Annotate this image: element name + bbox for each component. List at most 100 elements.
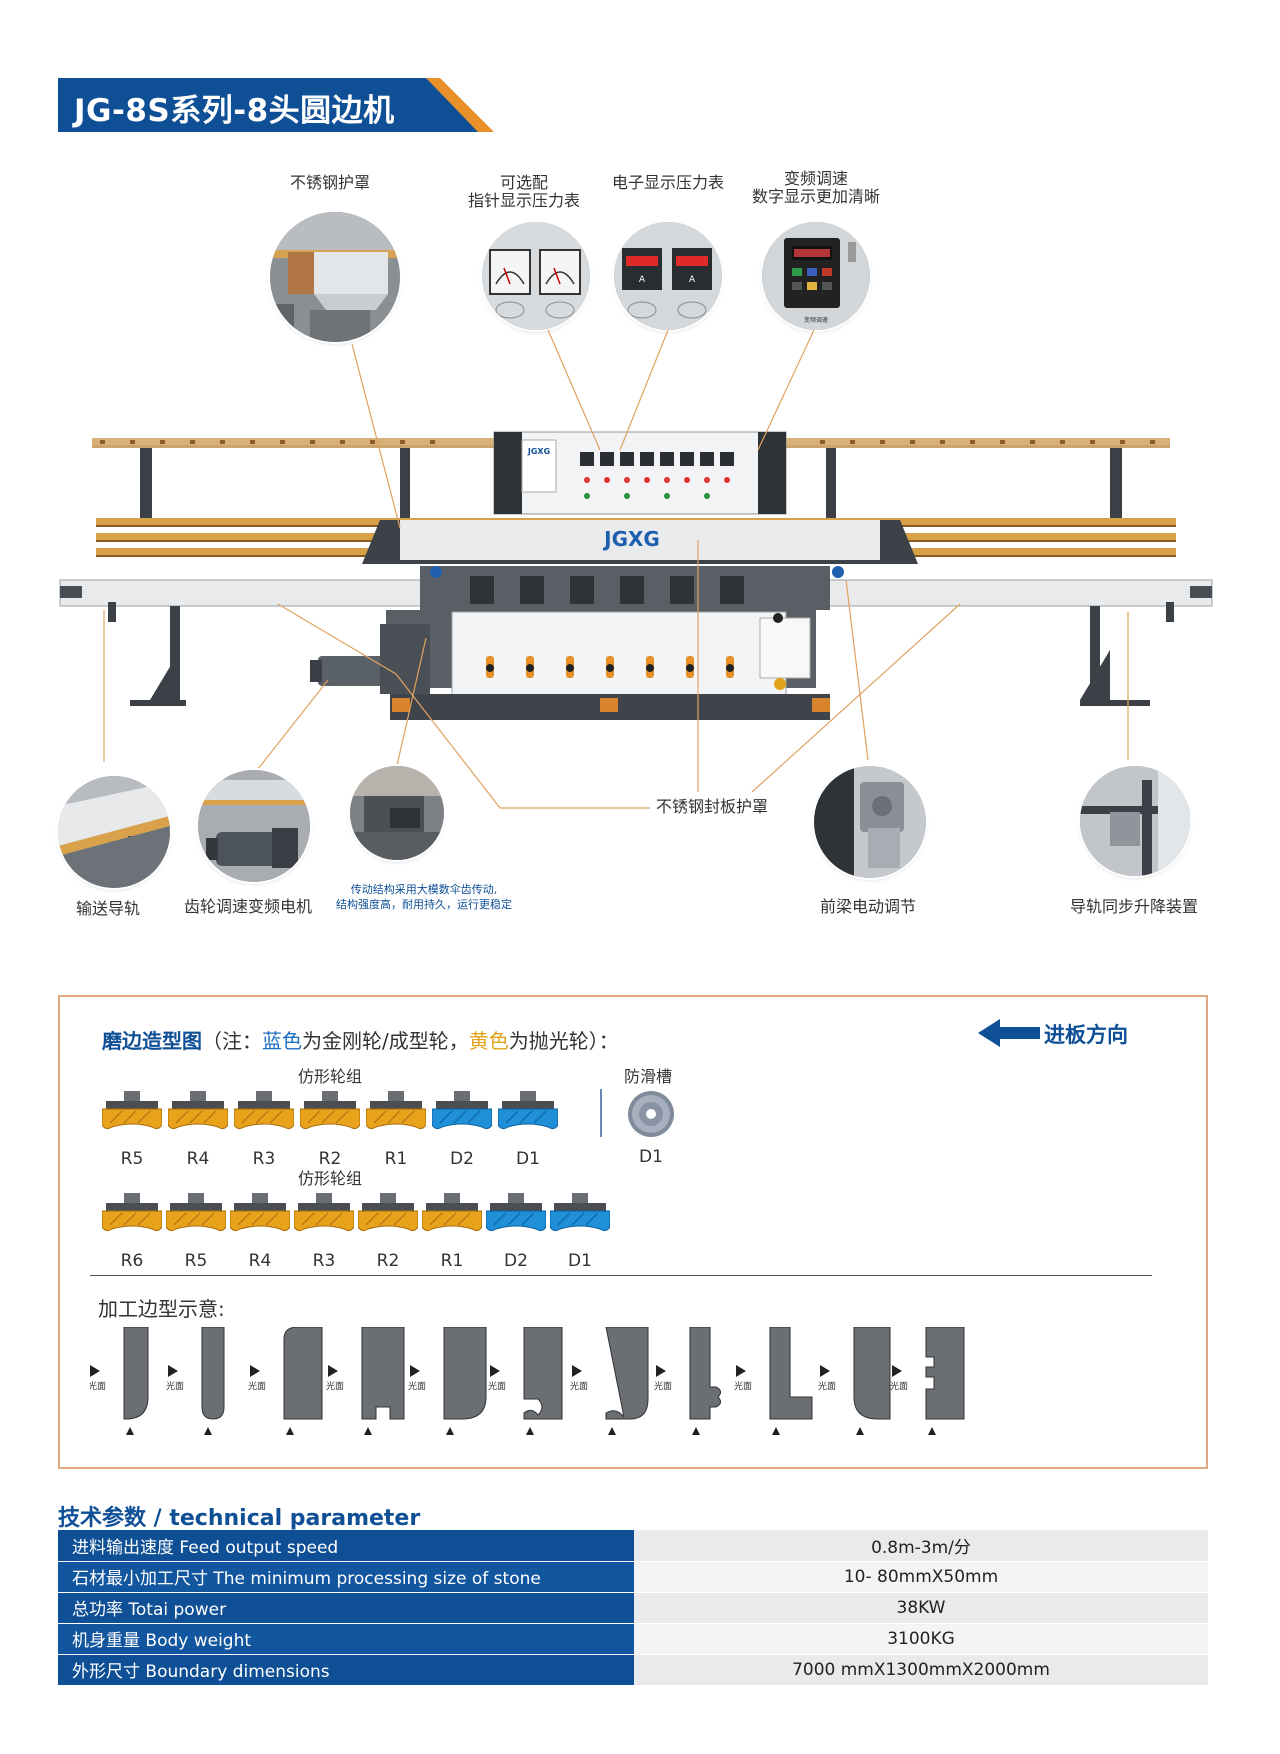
callout-label-vfd-display: 变频调速 数字显示更加清晰 <box>752 170 880 206</box>
tech-row-key: 总功率 Totai power <box>58 1592 634 1624</box>
wheel-row2-2 <box>229 1193 291 1237</box>
face-label: 光面 <box>570 1380 588 1392</box>
wheel-row2-0 <box>101 1193 163 1237</box>
callout-leader-lines <box>103 329 1129 809</box>
polishing-wheel-icon <box>293 1193 355 1232</box>
wheel-group-label-row1: 仿形轮组 <box>298 1067 363 1086</box>
bottom-arrow-icon <box>608 1427 616 1435</box>
wheel-row2-4 <box>357 1193 419 1237</box>
edge-profile-6: 光面 <box>488 1327 563 1435</box>
callout-label-pointer-gauge-line2: 指针显示压力表 <box>468 191 581 210</box>
face-arrow-icon <box>410 1365 420 1377</box>
wheel-code-row1-2: R3 <box>252 1149 276 1169</box>
wheel-code-row1-4: R1 <box>384 1149 408 1169</box>
polishing-wheel-icon <box>421 1193 483 1232</box>
bottom-arrow-icon <box>286 1427 294 1435</box>
callout-label-gear-motor: 齿轮调速变频电机 <box>184 897 313 916</box>
bottom-arrow-icon <box>446 1427 454 1435</box>
edge-profile-10: 光面 <box>818 1327 891 1435</box>
wheel-code-row2-2: R4 <box>248 1251 272 1271</box>
callout-label-rail-lift: 导轨同步升降装置 <box>1070 897 1199 916</box>
svg-text:A: A <box>639 275 646 285</box>
bottom-arrow-icon <box>526 1427 534 1435</box>
callout-label-vfd-line1: 变频调速 <box>784 169 849 188</box>
wheel-heading-yellow-word: 黄色 <box>468 1029 509 1053</box>
gear-motor-photo <box>198 770 310 882</box>
front-beam-photo <box>814 766 926 878</box>
rail-lift-photo <box>1080 766 1190 876</box>
tech-title: 技术参数 / technical parameter <box>58 1506 421 1531</box>
tech-row-key: 石材最小加工尺寸 The minimum processing size of … <box>58 1561 634 1593</box>
face-label: 光面 <box>166 1380 184 1392</box>
svg-text:JGXG: JGXG <box>602 527 660 551</box>
polishing-wheel-icon <box>101 1091 163 1130</box>
wheel-row1-4 <box>365 1091 427 1135</box>
wheel-code-row2-7: D1 <box>568 1251 592 1271</box>
face-arrow-icon <box>656 1365 666 1377</box>
face-arrow-icon <box>490 1365 500 1377</box>
callout-label-vfd-line2: 数字显示更加清晰 <box>752 187 881 206</box>
wheel-code-row2-3: R3 <box>312 1251 336 1271</box>
polishing-wheel-icon <box>229 1193 291 1232</box>
machine-illustration: JGXG JGXG <box>59 431 1213 720</box>
feed-direction-label: 进板方向 <box>1044 1023 1128 1047</box>
face-label: 光面 <box>326 1380 344 1392</box>
bottom-arrow-icon <box>204 1427 212 1435</box>
wheel-code-row1-1: R4 <box>186 1149 210 1169</box>
callout-label-transmission-line1: 传动结构采用大模数伞齿传动, <box>350 883 498 896</box>
anti-slip-wheel-code: D1 <box>639 1147 663 1167</box>
polishing-wheel-icon <box>101 1193 163 1232</box>
edge-profile-3: 光面 <box>248 1327 323 1435</box>
callout-label-seal-guard: 不锈钢封板护罩 <box>656 797 769 816</box>
diamond-wheel-icon <box>497 1091 559 1130</box>
anti-slip-label: 防滑槽 <box>624 1067 673 1086</box>
edge-profile-diagrams: 光面光面光面光面光面光面光面光面光面光面光面 <box>90 1327 965 1435</box>
face-arrow-icon <box>90 1365 100 1377</box>
feed-direction-arrow-icon <box>978 1019 1040 1047</box>
tech-row-value: 7000 mmX1300mmX2000mm <box>634 1654 1208 1686</box>
edge-profile-2: 光面 <box>166 1327 225 1435</box>
wheel-code-row2-0: R6 <box>120 1251 144 1271</box>
conveyor-rail-photo <box>58 776 170 888</box>
svg-text:A: A <box>689 275 696 285</box>
callout-label-conveyor-rail: 输送导轨 <box>76 899 141 918</box>
polishing-wheel-icon <box>233 1091 295 1130</box>
face-label: 光面 <box>818 1380 836 1392</box>
wheel-heading-blue-text: 为金刚轮/成型轮， <box>302 1029 469 1053</box>
face-arrow-icon <box>168 1365 178 1377</box>
edge-profile-11: 光面 <box>890 1327 965 1435</box>
face-arrow-icon <box>328 1365 338 1377</box>
polishing-wheel-icon <box>165 1193 227 1232</box>
diamond-wheel-icon <box>431 1091 493 1130</box>
wheel-row1-2 <box>233 1091 295 1135</box>
wheel-row1-5 <box>431 1091 493 1135</box>
tech-row-key: 机身重量 Body weight <box>58 1623 634 1655</box>
stainless-guard-photo <box>270 212 400 342</box>
face-label: 光面 <box>90 1380 106 1392</box>
wheel-row2-1 <box>165 1193 227 1237</box>
tech-row-key: 外形尺寸 Boundary dimensions <box>58 1654 634 1686</box>
wheel-row-separator <box>600 1089 602 1137</box>
title-banner: JG-8S系列-8头圆边机 <box>58 78 494 132</box>
title-banner-background <box>58 78 478 132</box>
wheel-row2-3 <box>293 1193 355 1237</box>
edge-profile-7: 光面 <box>570 1327 649 1435</box>
face-arrow-icon <box>572 1365 582 1377</box>
tech-row-value: 3100KG <box>634 1623 1208 1655</box>
wheel-heading-note-open: （注： <box>202 1029 262 1053</box>
wheel-heading-prefix: 磨边造型图 <box>102 1029 202 1053</box>
polishing-wheel-icon <box>357 1193 419 1232</box>
wheel-heading-blue-word: 蓝色 <box>262 1029 302 1053</box>
edge-profile-5: 光面 <box>408 1327 487 1435</box>
bottom-arrow-icon <box>126 1427 134 1435</box>
vfd-display-photo: 变频调速 <box>762 222 870 330</box>
face-arrow-icon <box>736 1365 746 1377</box>
wheel-code-row2-6: D2 <box>504 1251 528 1271</box>
tech-row-key: 进料输出速度 Feed output speed <box>58 1530 634 1562</box>
tech-row-value: 0.8m-3m/分 <box>634 1530 1208 1562</box>
wheel-row2-5 <box>421 1193 483 1237</box>
polishing-wheel-icon <box>167 1091 229 1130</box>
